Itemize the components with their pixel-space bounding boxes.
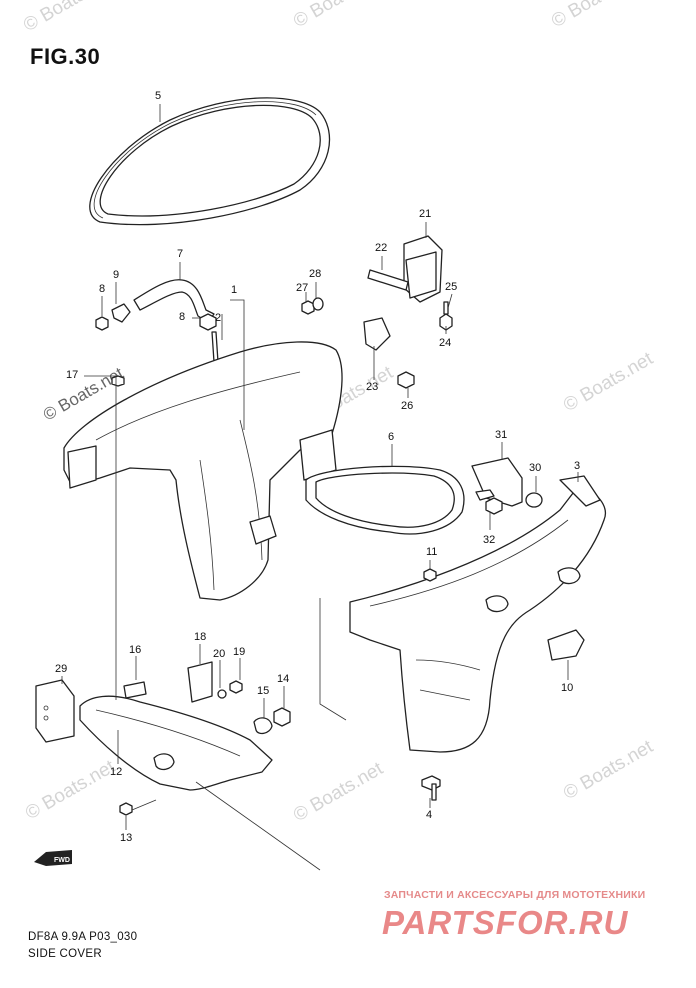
callout-22: 22 — [375, 242, 388, 254]
callout-8: 8 — [99, 283, 106, 295]
leader-lines — [61, 104, 579, 871]
callout-28: 28 — [309, 268, 322, 280]
callout-8-second: 8 — [179, 311, 186, 323]
callout-5: 5 — [155, 90, 162, 102]
callout-1: 1 — [231, 284, 238, 296]
gasket-6 — [305, 465, 465, 535]
callout-4: 4 — [426, 809, 433, 821]
hose-7 — [133, 279, 215, 323]
callout-10: 10 — [561, 682, 574, 694]
figure-title: FIG.30 — [30, 44, 101, 69]
callout-17: 17 — [66, 369, 79, 381]
shop-logo: PARTSFOR.RU — [382, 904, 629, 941]
latch-hinge-assembly — [363, 235, 453, 389]
seal-ring-5 — [89, 97, 331, 226]
callout-13: 13 — [120, 832, 133, 844]
fwd-arrow-icon: FWD — [34, 850, 72, 866]
fwd-label: FWD — [54, 857, 70, 864]
lower-bracket-12 — [79, 695, 273, 791]
callout-25: 25 — [445, 281, 458, 293]
bolt-4 — [421, 775, 441, 801]
callout-21: 21 — [419, 208, 432, 220]
callout-19: 19 — [233, 646, 246, 658]
callout-18: 18 — [194, 631, 207, 643]
callout-7: 7 — [177, 248, 184, 260]
lock-bracket-assembly — [471, 457, 543, 515]
callout-29: 29 — [55, 663, 68, 675]
callout-3: 3 — [574, 460, 581, 472]
callout-30: 30 — [529, 462, 542, 474]
side-cover-left-1 — [63, 341, 343, 601]
callout-11: 11 — [426, 546, 438, 558]
bolt-11 — [423, 568, 437, 582]
callout-15: 15 — [257, 685, 270, 697]
grommet-10 — [547, 629, 585, 661]
callout-27: 27 — [296, 282, 309, 294]
callout-16: 16 — [129, 644, 142, 656]
shop-tagline: ЗАПЧАСТИ И АКСЕССУАРЫ ДЛЯ МОТОТЕХНИКИ — [384, 889, 646, 901]
callout-26: 26 — [401, 400, 414, 412]
model-code: DF8A 9.9A P03_030 — [28, 931, 138, 943]
callout-12: 12 — [110, 766, 123, 778]
callout-20: 20 — [213, 648, 226, 660]
callout-24: 24 — [439, 337, 452, 349]
callout-2: 2 — [215, 312, 222, 324]
bolt-13 — [119, 802, 133, 816]
callout-14: 14 — [277, 673, 290, 685]
callout-32: 32 — [483, 534, 496, 546]
fasteners — [95, 297, 324, 387]
callout-9: 9 — [113, 269, 120, 281]
section-name: SIDE COVER — [28, 948, 102, 960]
callout-31: 31 — [495, 429, 508, 441]
small-parts-lower — [123, 661, 291, 735]
side-cover-right-3 — [349, 475, 606, 753]
callout-23: 23 — [366, 381, 379, 393]
pad-29 — [35, 679, 75, 743]
callout-6: 6 — [388, 431, 395, 443]
